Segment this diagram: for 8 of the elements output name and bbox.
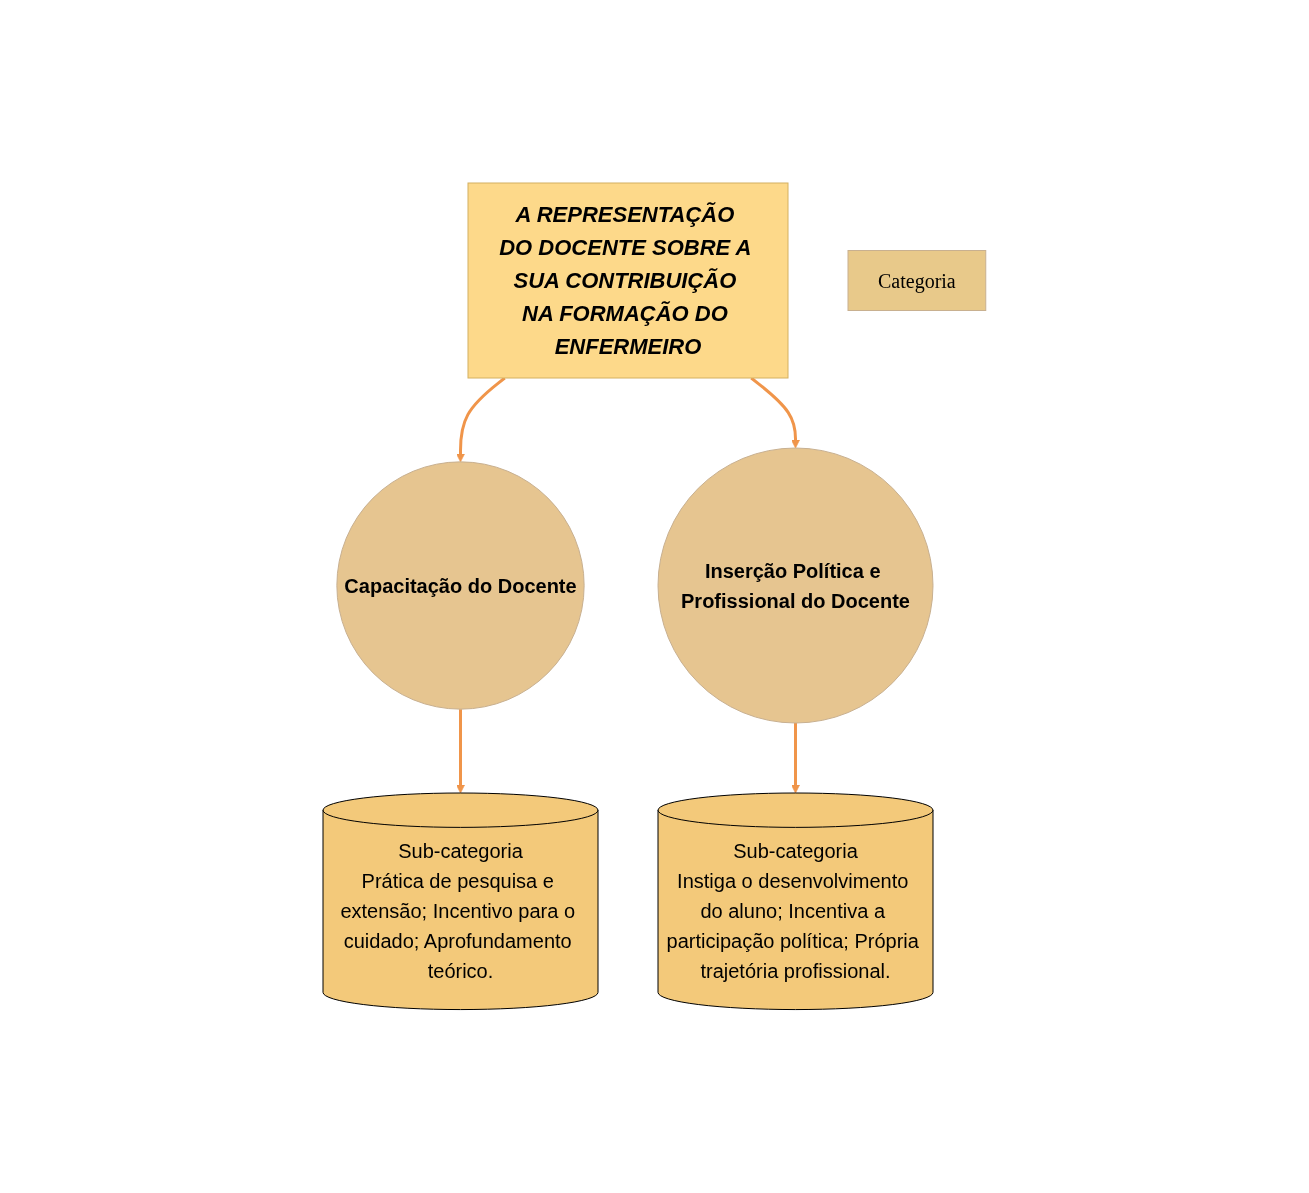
arrow [791,723,801,794]
arrow [456,709,466,794]
arrow [456,377,506,463]
node-circle: Capacitação do Docente [336,461,585,710]
node-circle: Inserção Política e Profissional do Docente [657,447,934,724]
node-box: Categoria [847,250,987,312]
node-box: A REPRESENTAÇÃO DO DOCENTE SOBRE A SUA CONTRIBUIÇÃO NA FORMAÇÃO DO ENFERMEIRO [467,182,789,379]
arrow [750,377,801,449]
